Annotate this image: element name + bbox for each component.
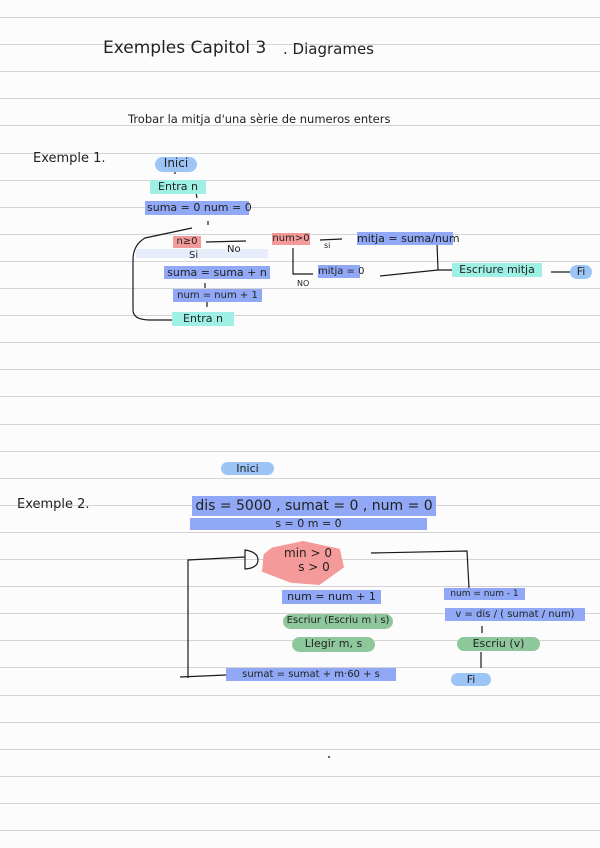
ruled-line	[0, 695, 600, 696]
ruled-line	[0, 396, 600, 397]
ruled-line	[0, 44, 600, 45]
ex1-start-terminal: Inici	[155, 157, 197, 172]
ex1-write-avg: Escriure mitja	[452, 263, 542, 277]
ex1-input-n: Entra n	[150, 180, 206, 194]
ruled-line	[0, 207, 600, 208]
ex2-decision-line1: min > 0	[284, 546, 332, 560]
ruled-line	[0, 125, 600, 126]
ex2-connector	[179, 674, 227, 678]
ex1-decision-n: n≥0	[173, 236, 201, 248]
ruled-line	[0, 613, 600, 614]
ex2-write-v: Escriu (v)	[457, 637, 540, 651]
ruled-line	[0, 180, 600, 181]
ex2-num-inc: num = num + 1	[282, 590, 381, 604]
ex1-end-terminal: Fi	[570, 265, 592, 279]
stray-dot	[328, 756, 330, 758]
ruled-line	[0, 749, 600, 750]
ex2-end-terminal: Fi	[451, 673, 491, 686]
ex2-write-prompt: Escriur (Escriu m i s)	[283, 614, 393, 629]
ex1-highlight-strip	[136, 249, 268, 258]
ruled-line	[0, 17, 600, 18]
example1-label: Exemple 1.	[33, 151, 106, 166]
ruled-line	[0, 98, 600, 99]
ruled-line	[0, 667, 600, 668]
ex2-connector	[244, 549, 259, 570]
ex1-num-no-label: NO	[297, 279, 310, 288]
ruled-line	[0, 586, 600, 587]
ruled-line	[0, 261, 600, 262]
ex1-decision-num: num>0	[272, 233, 310, 245]
ex2-decision-line2: s > 0	[298, 560, 330, 574]
ex1-connector	[379, 269, 452, 277]
ex2-v-calc: v = dis / ( sumat / num)	[445, 608, 585, 621]
ex2-read-ms: Llegir m, s	[292, 637, 375, 652]
ex2-init-line2: s = 0 m = 0	[190, 518, 427, 530]
ex1-no-label: No	[227, 244, 241, 255]
page-title-suffix: . Diagrames	[283, 40, 374, 58]
ex1-num-yes-label: si	[324, 241, 331, 250]
ruled-line	[0, 722, 600, 723]
ex1-connector	[132, 227, 193, 321]
ex2-num-dec: num = num - 1	[444, 588, 525, 600]
ex2-init-line1: dis = 5000 , sumat = 0 , num = 0	[192, 496, 436, 516]
ruled-line	[0, 803, 600, 804]
ruled-line	[0, 369, 600, 370]
page-title: Exemples Capitol 3	[103, 38, 267, 58]
ruled-line	[0, 451, 600, 452]
ruled-line	[0, 478, 600, 479]
ex2-start-terminal: Inici	[221, 462, 274, 475]
ruled-line	[0, 424, 600, 425]
ex2-connector	[370, 550, 470, 589]
ruled-line	[0, 315, 600, 316]
ex2-connector	[187, 556, 246, 678]
ex2-sumat-update: sumat = sumat + m·60 + s	[226, 668, 396, 681]
ex1-connector	[436, 242, 439, 271]
ex1-connector	[292, 248, 313, 275]
ex1-connector	[205, 240, 247, 243]
ruled-line	[0, 830, 600, 831]
example2-label: Exemple 2.	[17, 497, 90, 512]
ex1-avg-zero: mitja = 0	[318, 265, 365, 278]
ruled-line	[0, 532, 600, 533]
ex1-input-n-loop: Entra n	[172, 312, 234, 326]
ex1-num-update: num = num + 1	[173, 289, 262, 302]
ex1-yes-label: Si	[189, 250, 199, 261]
ruled-line	[0, 342, 600, 343]
page-subtitle: Trobar la mitja d'una sèrie de numeros e…	[128, 112, 391, 126]
ex1-connector	[319, 238, 343, 241]
ex1-init-process: suma = 0 num = 0	[145, 201, 252, 215]
ex1-avg-calc: mitja = suma/num	[357, 232, 460, 245]
ex1-sum-update: suma = suma + n	[164, 266, 270, 279]
ruled-line	[0, 153, 600, 154]
ruled-line	[0, 776, 600, 777]
ruled-line	[0, 288, 600, 289]
ruled-line	[0, 71, 600, 72]
